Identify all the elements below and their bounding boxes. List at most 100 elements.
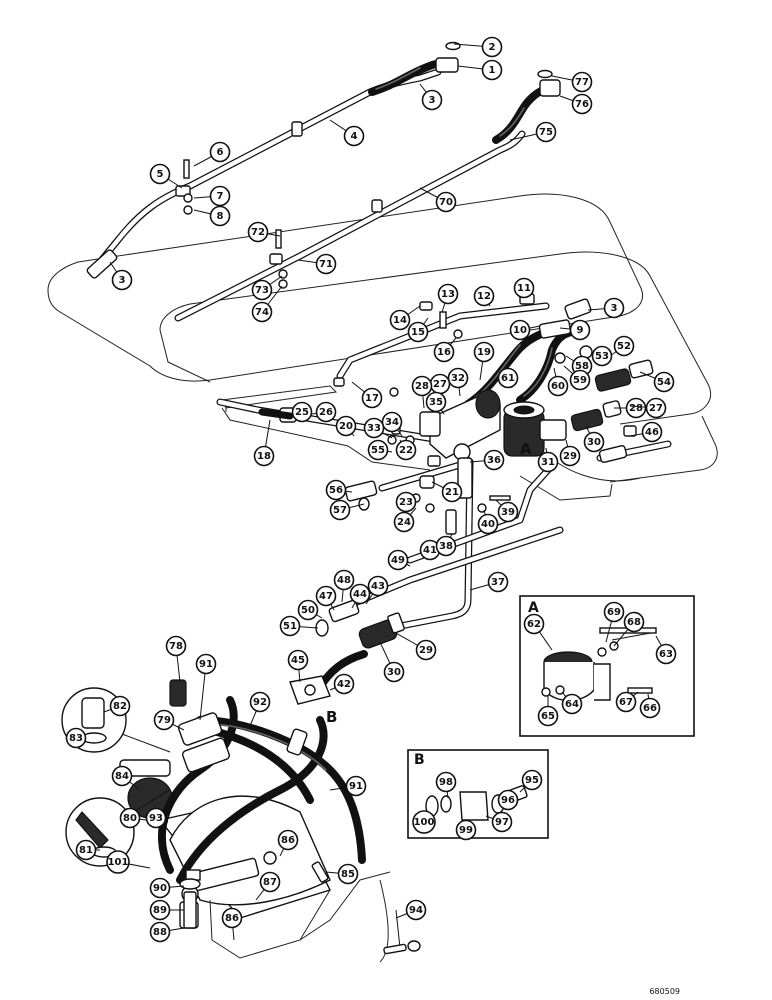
callout-93: 93 xyxy=(145,807,169,829)
callout-number: 79 xyxy=(157,715,171,726)
callout-46: 46 xyxy=(629,421,663,443)
callout-bubble xyxy=(625,397,647,419)
callout-bubble xyxy=(249,691,271,713)
callout-number: 38 xyxy=(439,541,453,552)
callout-number: 72 xyxy=(251,227,265,238)
callout-55: 55 xyxy=(367,439,393,461)
callout-72: 72 xyxy=(247,221,281,243)
callout-34: 34 xyxy=(381,411,403,437)
callout-bubble xyxy=(395,439,417,461)
callout-bubble xyxy=(497,367,519,389)
callout-23: 23 xyxy=(395,491,417,513)
callout-37: 37 xyxy=(469,571,509,593)
callout-bubble xyxy=(655,643,677,665)
callout-31: 31 xyxy=(537,447,559,473)
callout-56: 56 xyxy=(325,479,353,501)
callout-bubble xyxy=(297,599,319,621)
callout-bubble xyxy=(209,185,231,207)
callout-bubble xyxy=(315,401,337,423)
callout-bubble xyxy=(509,319,531,341)
callout-number: 36 xyxy=(487,455,501,466)
callout-bubble xyxy=(395,491,417,513)
callout-bubble xyxy=(559,445,581,467)
callout-2: 2 xyxy=(453,36,503,58)
callout-number: 64 xyxy=(565,699,579,710)
callout-number: 24 xyxy=(397,517,411,528)
callout-number: 60 xyxy=(551,381,565,392)
callout-number: 70 xyxy=(439,197,453,208)
callout-29: 29 xyxy=(393,631,437,661)
callout-73: 73 xyxy=(251,275,283,301)
callout-bubble xyxy=(106,850,130,874)
couplings xyxy=(344,319,654,502)
callout-bubble xyxy=(279,615,301,637)
callout-bubble xyxy=(337,863,359,885)
callout-number: 92 xyxy=(253,697,267,708)
callout-29: 29 xyxy=(559,439,581,467)
callout-30: 30 xyxy=(379,641,405,683)
callout-28: 28 xyxy=(614,397,647,419)
callout-bubble xyxy=(473,285,495,307)
callout-number: 29 xyxy=(563,451,577,462)
callout-bubble xyxy=(435,191,457,213)
callout-bubble xyxy=(415,639,437,661)
callout-bubble xyxy=(411,375,433,397)
washer xyxy=(278,269,288,279)
callout-number: 37 xyxy=(491,577,505,588)
callout-bubble xyxy=(571,93,593,115)
callout-bubble xyxy=(329,499,351,521)
callout-number: 15 xyxy=(411,327,425,338)
tube-clamp xyxy=(371,199,383,213)
callout-bubble xyxy=(521,769,543,791)
callout-number: 65 xyxy=(541,711,555,722)
callout-number: 20 xyxy=(339,421,353,432)
callout-86: 86 xyxy=(221,907,243,941)
callout-bubble xyxy=(425,391,447,413)
callout-76: 76 xyxy=(559,93,593,115)
callout-number: 39 xyxy=(501,507,515,518)
callout-number: 1 xyxy=(489,65,496,76)
callout-number: 30 xyxy=(387,667,401,678)
callout-51: 51 xyxy=(279,615,319,637)
callout-94: 94 xyxy=(395,899,427,921)
callout-bubble xyxy=(335,415,357,437)
callout-90: 90 xyxy=(149,877,185,899)
callout-bubble xyxy=(421,89,443,111)
callout-number: 74 xyxy=(255,307,269,318)
callout-bubble xyxy=(119,807,141,829)
callout-number: 99 xyxy=(459,825,473,836)
callout-number: 81 xyxy=(79,845,93,856)
callout-87: 87 xyxy=(255,871,281,901)
callout-18: 18 xyxy=(253,419,275,467)
drawing-number: 680509 xyxy=(649,987,680,996)
callout-number: 29 xyxy=(419,645,433,656)
callout-number: 94 xyxy=(409,905,423,916)
callout-number: 45 xyxy=(291,655,305,666)
callout-number: 56 xyxy=(329,485,343,496)
callout-bubble xyxy=(259,871,281,893)
callout-bubble xyxy=(149,163,171,185)
callout-bubble xyxy=(561,693,583,715)
callout-number: 90 xyxy=(153,883,167,894)
callout-bubble xyxy=(569,369,591,391)
callout-52: 52 xyxy=(609,335,635,357)
callout-59: 59 xyxy=(563,365,591,391)
callout-bubble xyxy=(645,397,667,419)
callout-number: 67 xyxy=(619,697,633,708)
elbow-fitting xyxy=(435,57,459,73)
callout-number: 53 xyxy=(595,351,609,362)
callout-bubble xyxy=(109,695,131,717)
ref-letter-a: A xyxy=(520,440,532,458)
callout-bubble xyxy=(247,221,269,243)
callout-bubble xyxy=(165,635,187,657)
callout-number: 75 xyxy=(539,127,553,138)
callout-number: 63 xyxy=(659,649,673,660)
callout-82: 82 xyxy=(103,695,131,717)
callout-bubble xyxy=(75,839,97,861)
callout-bubble xyxy=(345,775,367,797)
bolt xyxy=(183,159,190,179)
callout-57: 57 xyxy=(329,499,365,521)
callout-bubble xyxy=(623,611,645,633)
callout-bubble xyxy=(603,601,625,623)
callout-bubble xyxy=(111,269,133,291)
